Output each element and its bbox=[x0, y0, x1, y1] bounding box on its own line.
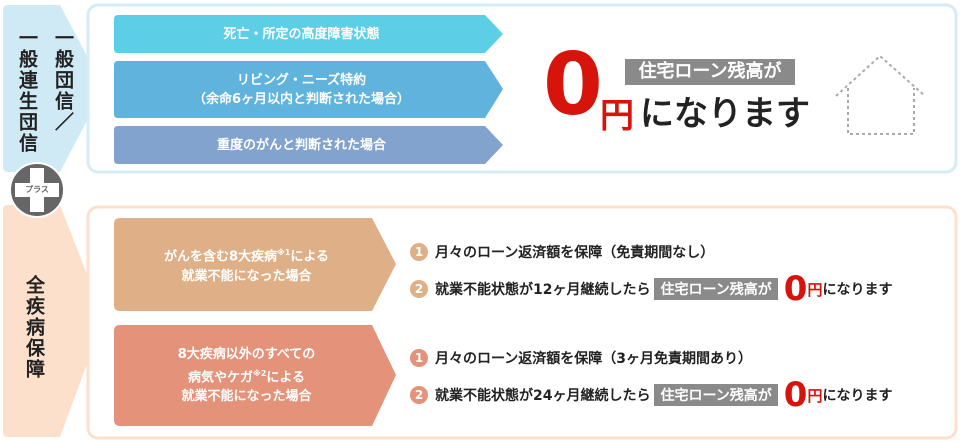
bar-death: 死亡・所定の高度障害状態 bbox=[223, 26, 380, 42]
big-suffix: になります bbox=[640, 94, 810, 134]
top-tab-label-col1: 一般団信／ bbox=[52, 28, 74, 133]
bar-severe-cancer: 重度のがんと判断された場合 bbox=[216, 137, 386, 153]
bar-8-diseases: がんを含む8大疾病※1による 就業不能になった場合 bbox=[163, 248, 329, 284]
plus-label: プラス bbox=[25, 185, 49, 194]
bar-2-shape bbox=[114, 61, 503, 118]
bottom-left-tab bbox=[3, 205, 104, 437]
bar-4-shape bbox=[114, 218, 396, 311]
big-yen: 円 bbox=[600, 96, 634, 136]
bar-5-shape bbox=[114, 325, 396, 426]
bar-3-shape bbox=[114, 126, 503, 164]
bar-1-shape bbox=[114, 15, 503, 53]
house-icon bbox=[835, 54, 926, 135]
plus-icon bbox=[9, 162, 65, 218]
top-left-tab bbox=[3, 5, 104, 172]
top-tab-label-col2: 一般連生団信 bbox=[16, 28, 38, 154]
bar-living-needs: リビング・ニーズ特約（余命6ヶ月以内と判断された場合） bbox=[192, 72, 411, 107]
bar-other-illness: 8大疾病以外のすべての 病気やケガ※2による 就業不能になった場合 bbox=[177, 346, 316, 405]
result-label: 住宅ローン残高が bbox=[625, 59, 795, 85]
bottom-tab-label: 全疾病保障 bbox=[23, 275, 45, 380]
big-zero: 0 bbox=[543, 35, 603, 135]
